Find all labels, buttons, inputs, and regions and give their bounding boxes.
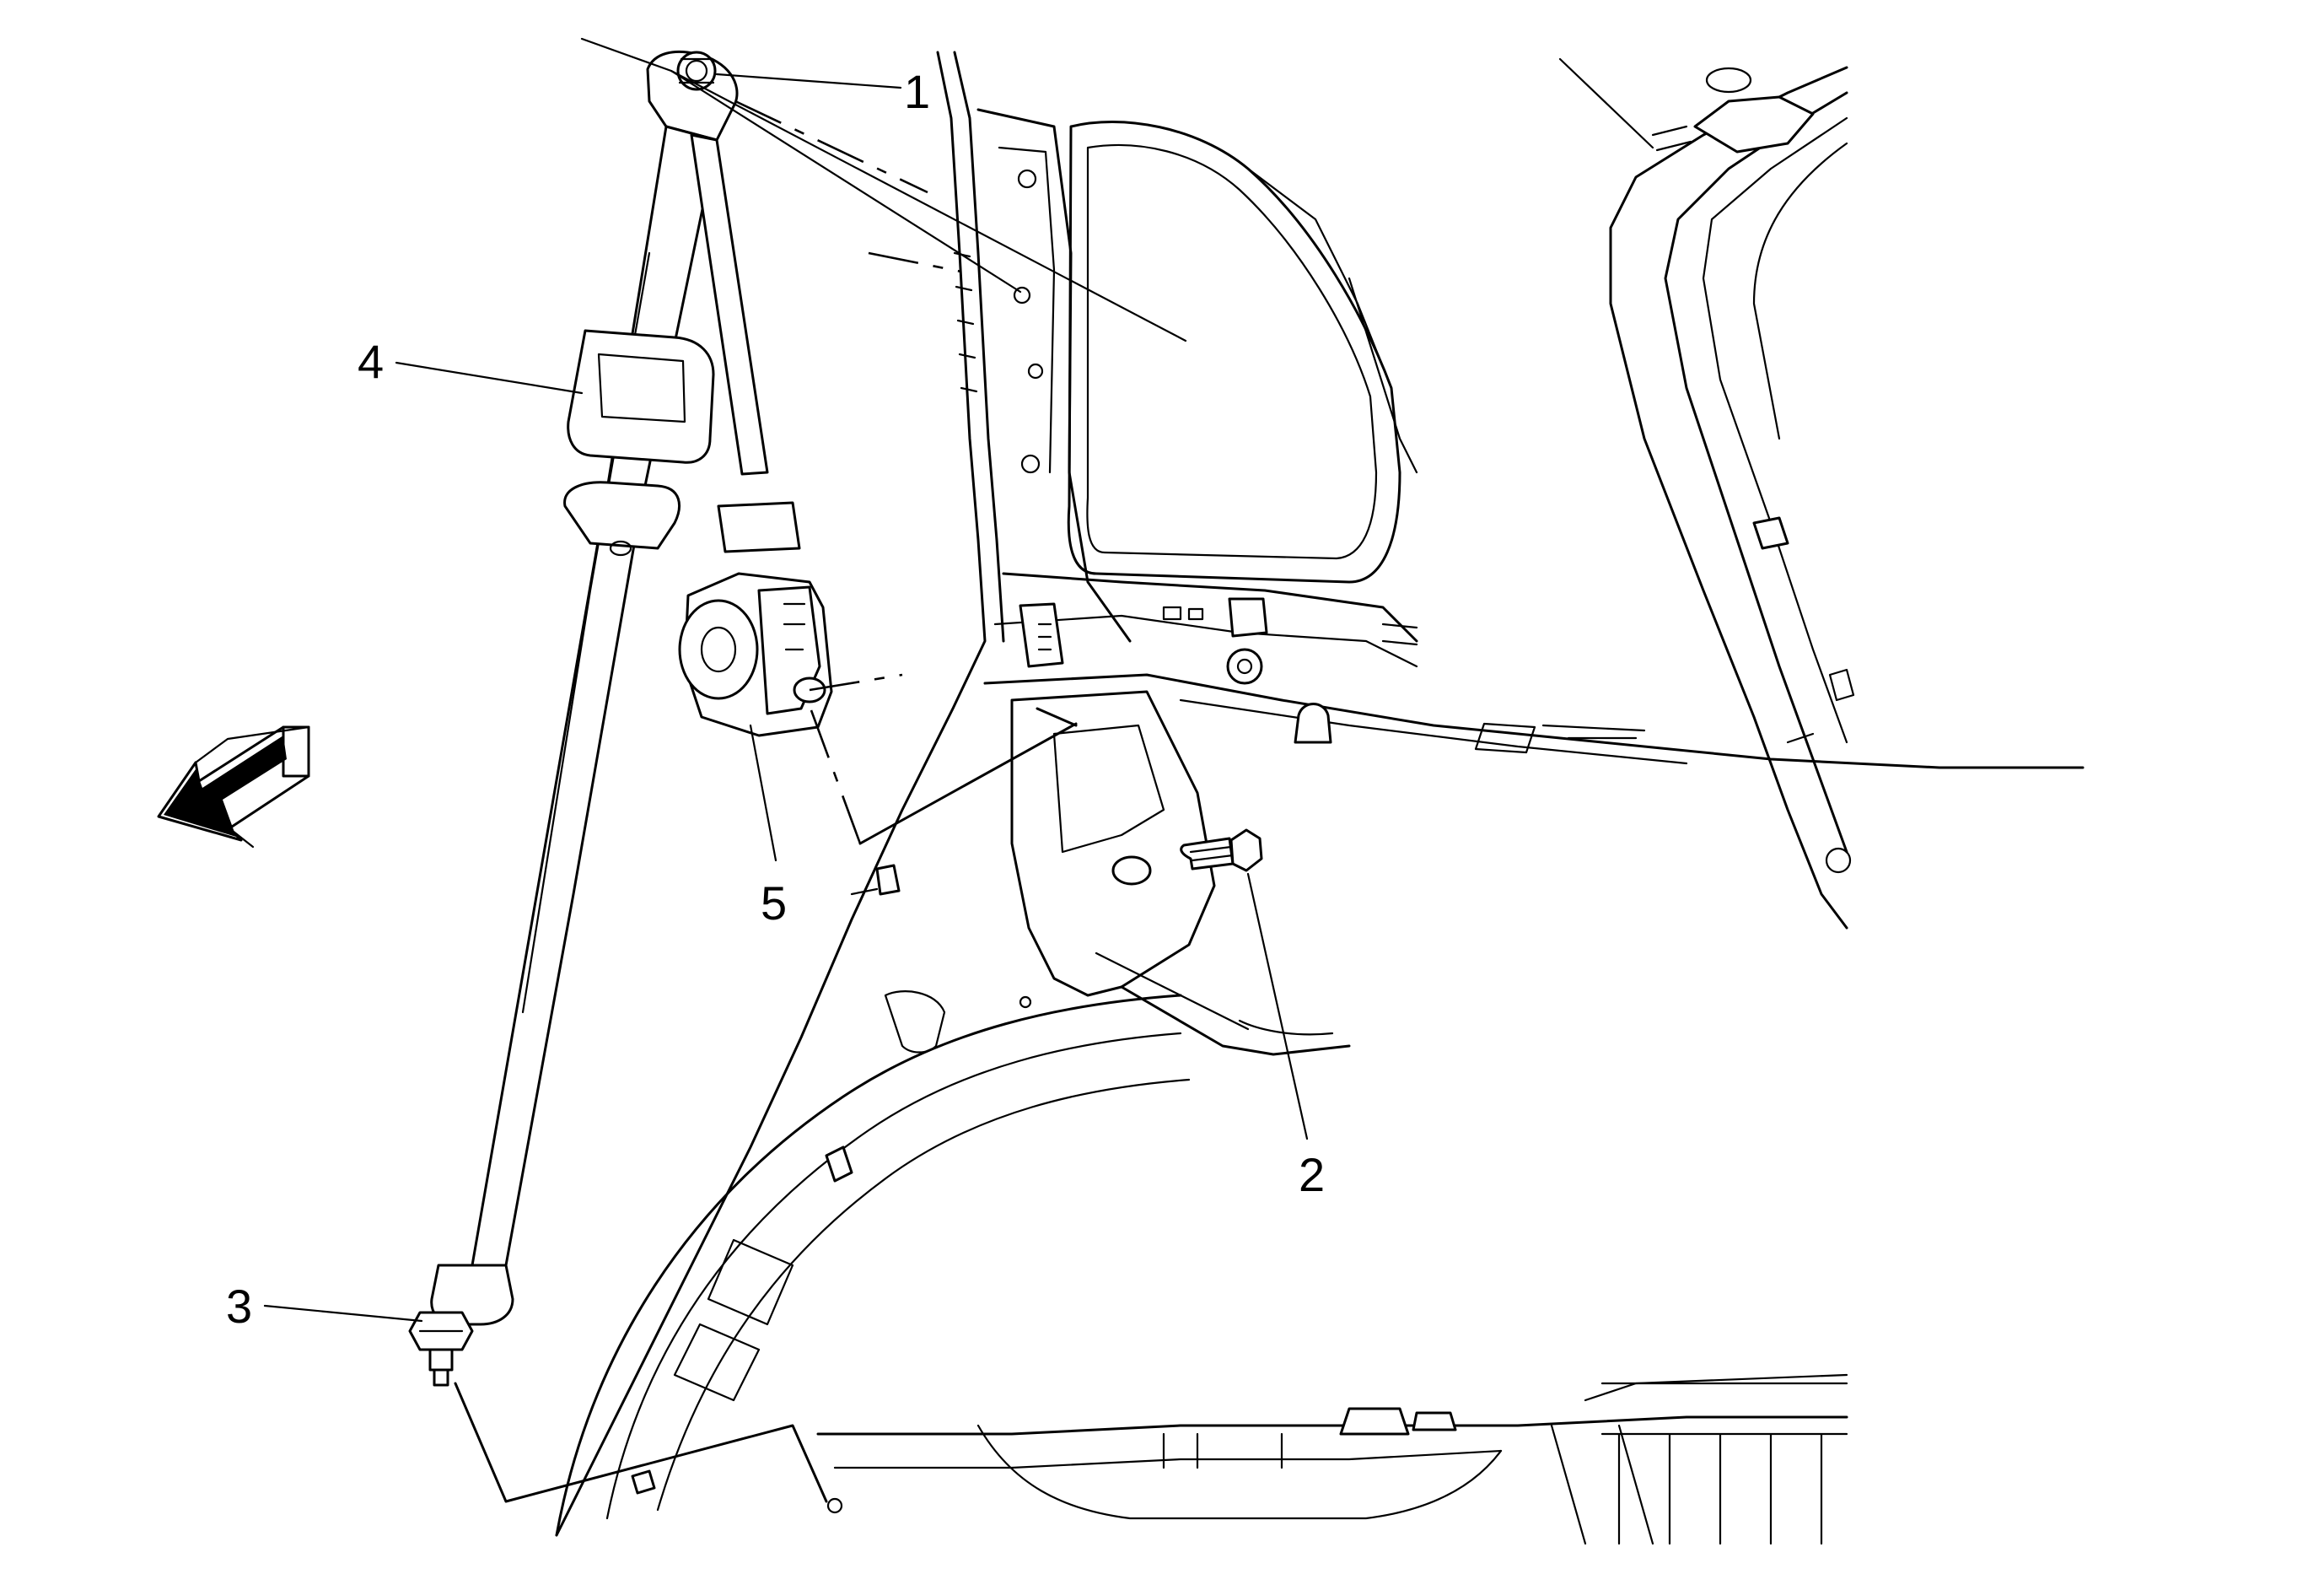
belt-webbing (471, 125, 718, 1267)
rear-body-panel (1558, 57, 1855, 930)
leader-5 (749, 724, 777, 862)
callout-4: 4 (358, 335, 384, 388)
retractor (678, 572, 833, 737)
arrow-forward-icon (157, 725, 310, 849)
assembly-line-retractor (809, 673, 903, 692)
leader-lines (263, 37, 1309, 1323)
callout-2: 2 (1299, 1148, 1325, 1201)
assembly-lines (454, 100, 1078, 1503)
leader-1 (715, 73, 902, 89)
leader-2 (1246, 872, 1309, 1140)
retractor-bolt (1180, 828, 1263, 872)
callout-1: 1 (904, 65, 930, 118)
callout-5: 5 (761, 876, 787, 930)
assembly-line-upper-anchor (734, 100, 928, 194)
callouts: 1 2 3 4 5 (226, 65, 1325, 1333)
callout-3: 3 (226, 1280, 252, 1333)
leader-4 (395, 361, 584, 395)
seat-belt-assembly (408, 51, 833, 1387)
lower-anchor-bolt (408, 1311, 474, 1387)
body-structure (555, 51, 2085, 1545)
leader-3 (263, 1304, 423, 1323)
assembly-line-lower-anchor (454, 1382, 828, 1503)
belt-guide-loop (563, 329, 715, 557)
